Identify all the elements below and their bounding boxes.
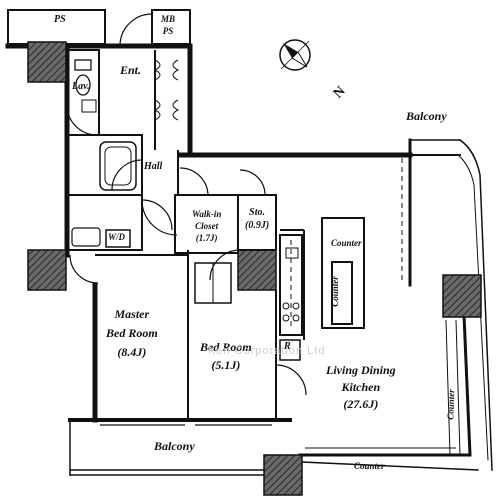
structural-columns [27,41,482,496]
bottom-counter-label: Counter [354,461,385,471]
compass-icon [279,39,311,71]
watermark: Ken Corporation Ltd [208,345,326,357]
ldk-label: Living Dining Kitchen (27.6J) [326,363,396,411]
balcony-bottom-label: Balcony [154,439,195,453]
kitchen-counter-label: Counter [331,238,362,248]
walk-in-closet-label: Walk-in Closet (1.7J) [192,209,222,243]
hall-label: Hall [144,161,163,172]
doors [66,13,307,426]
storage-label: Sto. (0.9J) [245,207,270,231]
island-counter-label: Counter [329,276,340,307]
refrigerator-label: R [284,341,291,352]
right-counter-label: Counter [445,389,457,420]
entrance-label: Ent. [120,63,142,77]
mb-ps-label: MB PS [161,14,176,36]
master-bedroom-label: Master Bed Room (8.4J) [106,307,158,359]
bedroom-label: Bed Room (5.1J) [200,340,252,372]
ps-label: PS [54,14,66,25]
lavatory-label: Lav. [72,81,90,92]
wd-label: W/D [108,232,126,242]
balcony-top-label: Balcony [406,109,447,123]
outer-walls [5,9,493,476]
